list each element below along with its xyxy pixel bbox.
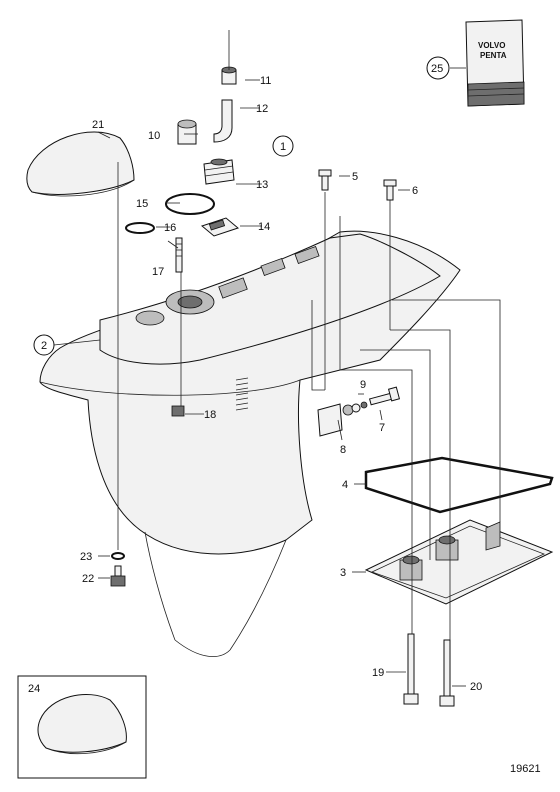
figure-number: 19621 bbox=[510, 763, 541, 775]
callout-12: 12 bbox=[256, 103, 268, 115]
gasket bbox=[364, 456, 554, 514]
callout-16: 16 bbox=[164, 222, 176, 234]
callout-22: 22 bbox=[82, 573, 94, 585]
callout-25: 25 bbox=[431, 63, 443, 75]
callout-circle-25 bbox=[426, 56, 450, 80]
callout-1: 1 bbox=[280, 141, 286, 153]
callout-5: 5 bbox=[352, 171, 358, 183]
long-bolt-19 bbox=[403, 633, 419, 705]
cover-plate bbox=[364, 519, 554, 605]
screw-22 bbox=[110, 565, 126, 587]
callout-23: 23 bbox=[80, 551, 92, 563]
stud bbox=[175, 237, 183, 273]
callout-circle-2 bbox=[33, 334, 55, 356]
callout-3: 3 bbox=[340, 567, 346, 579]
callout-24: 24 bbox=[28, 683, 40, 695]
callout-2: 2 bbox=[41, 340, 47, 352]
callout-18: 18 bbox=[204, 409, 216, 421]
manual-booklet: VOLVO PENTA bbox=[465, 19, 525, 107]
o-ring-large bbox=[165, 193, 215, 215]
callout-13: 13 bbox=[256, 179, 268, 191]
bearing bbox=[177, 119, 197, 145]
o-ring-small bbox=[125, 222, 155, 234]
pump-cover-detail bbox=[17, 675, 147, 779]
bolt-5 bbox=[318, 169, 332, 191]
leader-lines bbox=[53, 30, 501, 687]
callout-20: 20 bbox=[470, 681, 482, 693]
callout-11: 11 bbox=[260, 75, 271, 87]
bolt-7 bbox=[368, 386, 401, 406]
callout-7: 7 bbox=[379, 422, 385, 434]
vent-slots bbox=[235, 377, 249, 411]
callout-circle-1 bbox=[272, 135, 294, 157]
housing-cap bbox=[26, 131, 135, 197]
long-bolt-20 bbox=[439, 639, 455, 707]
manual-brand-line1: VOLVO bbox=[478, 41, 505, 50]
washer bbox=[111, 552, 125, 560]
callout-19: 19 bbox=[372, 667, 384, 679]
manual-brand-line2: PENTA bbox=[480, 51, 507, 60]
bolt-6 bbox=[383, 179, 397, 201]
callout-14: 14 bbox=[258, 221, 270, 233]
callout-8: 8 bbox=[340, 444, 346, 456]
callout-21: 21 bbox=[92, 119, 104, 131]
gear-housing bbox=[39, 230, 461, 657]
callout-4: 4 bbox=[342, 479, 348, 491]
callout-labels: 1 2 25 3 4 5 6 7 8 9 10 11 12 13 14 15 1… bbox=[28, 56, 541, 775]
hose bbox=[213, 99, 233, 143]
callout-15: 15 bbox=[136, 198, 148, 210]
seal-plate bbox=[200, 217, 240, 237]
callout-6: 6 bbox=[412, 185, 418, 197]
callout-9: 9 bbox=[360, 379, 366, 391]
grommet bbox=[203, 158, 235, 185]
callout-17: 17 bbox=[152, 266, 164, 278]
anode-assembly bbox=[317, 401, 368, 437]
plug bbox=[171, 405, 185, 417]
callout-10: 10 bbox=[148, 130, 160, 142]
